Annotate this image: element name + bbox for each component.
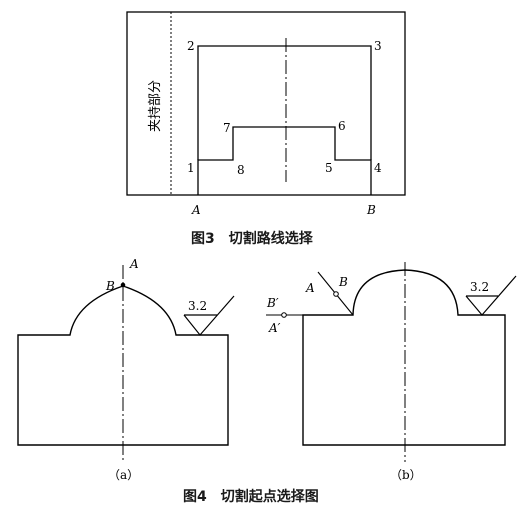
fig4a-label-a: A bbox=[129, 257, 139, 271]
fig4b-label-b-prime: B′ bbox=[266, 296, 279, 310]
fig4a-start-point-b bbox=[120, 282, 126, 288]
fig3-clamp-label: 夹持部分 bbox=[148, 80, 163, 132]
fig3-point-8: 8 bbox=[237, 163, 245, 177]
fig3-cutting-path bbox=[197, 126, 372, 195]
fig4b-label-a-prime: A′ bbox=[268, 321, 281, 335]
fig3-point-2: 2 bbox=[187, 39, 195, 53]
fig4b-workpiece-outline bbox=[302, 269, 506, 446]
figure4b-start-point-diagram: A B B′ A′ 3.2 （b） bbox=[266, 262, 517, 482]
fig3-caption: 图3 切割路线选择 bbox=[191, 230, 314, 247]
fig3-workpiece-outline bbox=[126, 11, 406, 196]
fig3-label-b: B bbox=[366, 203, 376, 217]
fig4b-roughness-symbol bbox=[465, 275, 517, 316]
fig3-point-5: 5 bbox=[325, 161, 333, 175]
fig4b-label-b: B bbox=[338, 275, 348, 289]
fig4-caption: 图4 切割起点选择图 bbox=[183, 488, 319, 505]
fig3-point-4: 4 bbox=[374, 161, 382, 175]
figure4a-start-point-diagram: A B 3.2 （a） bbox=[17, 257, 235, 482]
fig3-point-1: 1 bbox=[187, 161, 195, 175]
fig3-point-3: 3 bbox=[374, 39, 382, 53]
fig3-cutting-path-top bbox=[197, 45, 372, 160]
fig3-point-7: 7 bbox=[223, 121, 231, 135]
fig4b-label-a: A bbox=[305, 281, 315, 295]
fig4a-sublabel: （a） bbox=[108, 468, 139, 482]
fig4b-sublabel: （b） bbox=[390, 468, 422, 482]
fig4a-label-b: B bbox=[105, 279, 115, 293]
fig3-point-6: 6 bbox=[338, 119, 346, 133]
fig4b-start-point-b-prime bbox=[281, 312, 287, 318]
fig4a-workpiece-outline bbox=[17, 285, 229, 446]
fig4b-roughness-value: 3.2 bbox=[470, 280, 489, 294]
figure3-cutting-path-diagram: 夹持部分 1 2 3 4 5 6 7 8 A B 图3 切割路线选择 bbox=[126, 11, 406, 247]
fig4a-roughness-symbol bbox=[183, 295, 235, 336]
fig3-label-a: A bbox=[191, 203, 201, 217]
fig4b-start-point-b bbox=[333, 291, 339, 297]
fig4a-roughness-value: 3.2 bbox=[188, 299, 207, 313]
